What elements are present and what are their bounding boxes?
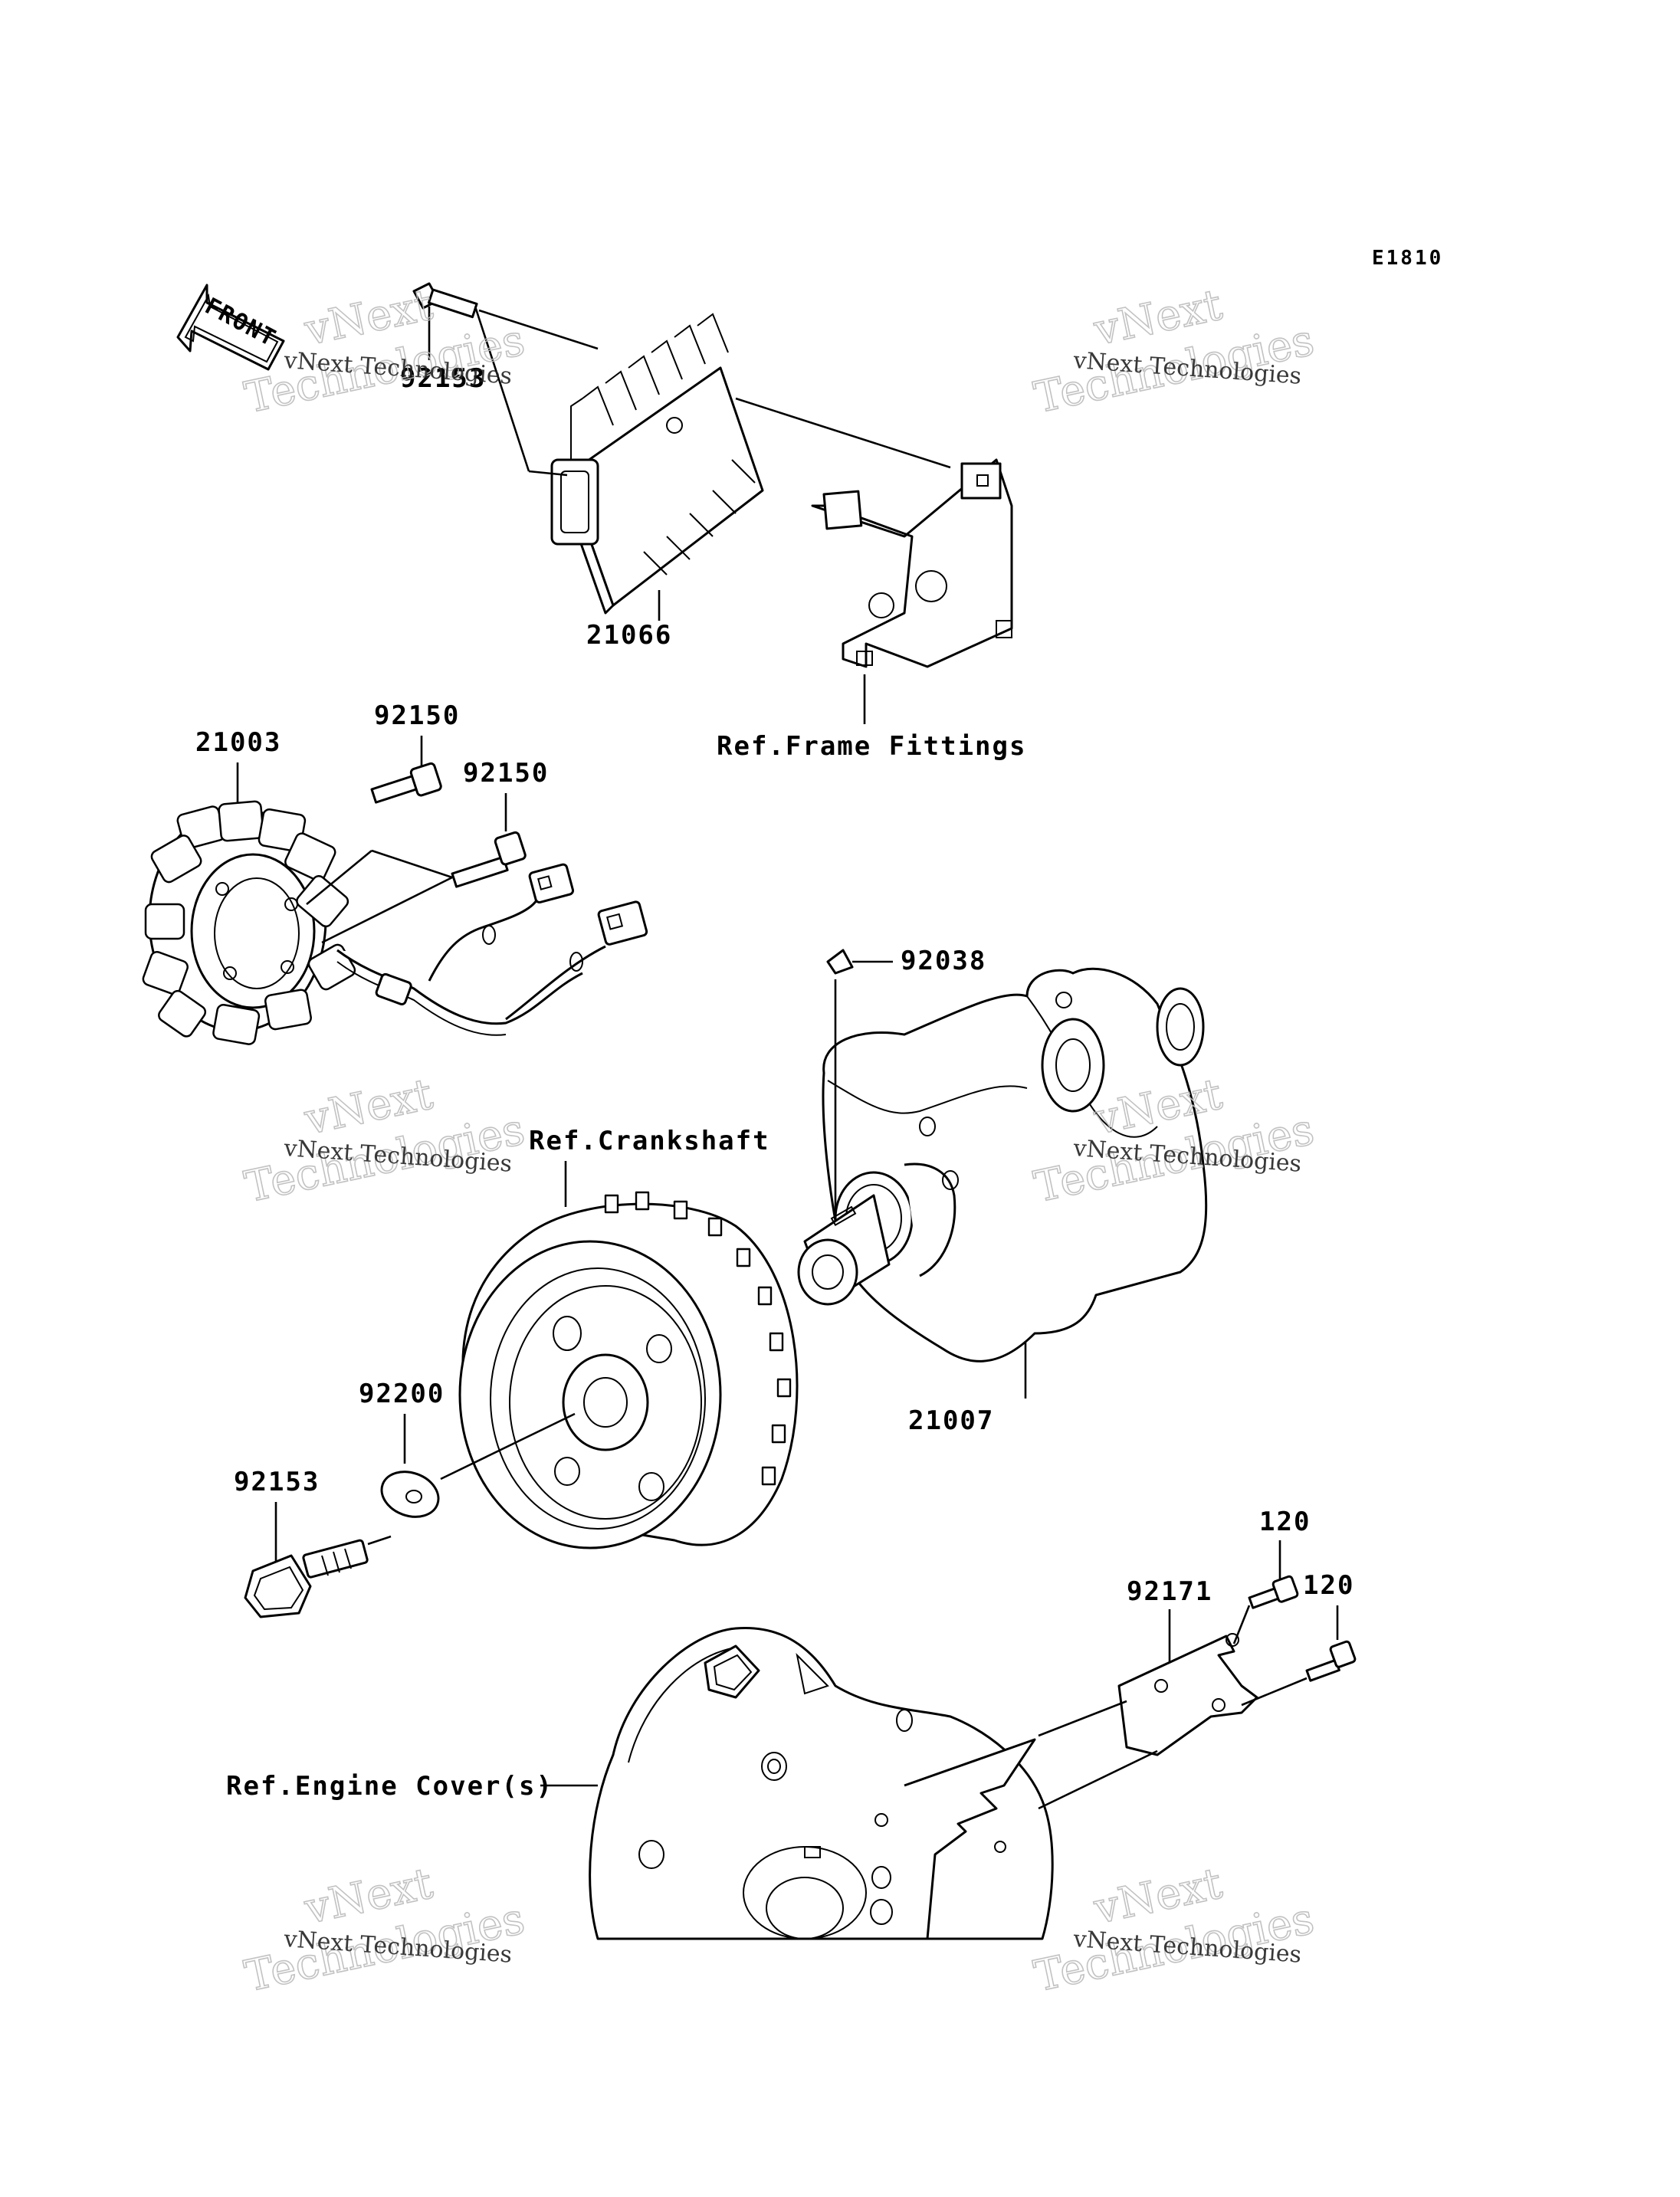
label-120-b: 120	[1303, 1570, 1354, 1601]
label-ref-engine-cover: Ref.Engine Cover(s)	[226, 1771, 553, 1802]
bolt-92150-a	[370, 762, 442, 804]
bolt-92150-b	[451, 831, 527, 888]
label-92153-top: 92153	[400, 363, 486, 394]
label-92150-a: 92150	[374, 700, 460, 731]
crankshaft	[797, 949, 1208, 1362]
label-21007: Ref.Crankshaft	[529, 1126, 770, 1156]
screw-120-a	[1248, 1575, 1299, 1609]
label-ref-frame: Ref.Frame Fittings	[717, 731, 1026, 762]
stator-coil	[142, 800, 648, 1045]
bolt-92153-bottom	[244, 1539, 369, 1618]
regulator-rectifier	[550, 313, 764, 615]
label-92038: 92038	[901, 946, 986, 976]
screw-120-b	[1305, 1640, 1357, 1682]
label-92200: 92200	[359, 1379, 445, 1409]
flywheel-rotor	[458, 1191, 799, 1549]
label-21003: 21003	[195, 727, 281, 758]
cover-plate-92171	[1117, 1633, 1258, 1756]
diagram-code: E1810	[1372, 247, 1443, 270]
washer-92200	[380, 1471, 440, 1518]
label-92171: 92171	[1127, 1576, 1212, 1607]
frame-bracket	[811, 458, 1013, 668]
label-120-a: 120	[1259, 1507, 1311, 1537]
label-21066: 21066	[586, 620, 672, 651]
label-92150-b: 92150	[463, 758, 549, 789]
front-arrow-icon: FRONT	[176, 284, 285, 371]
label-92153-bottom: 92153	[234, 1467, 320, 1497]
engine-cover	[589, 1626, 1054, 1940]
label-ref-crankshaft: 21007	[908, 1405, 994, 1436]
bolt-92153-top	[412, 282, 478, 319]
